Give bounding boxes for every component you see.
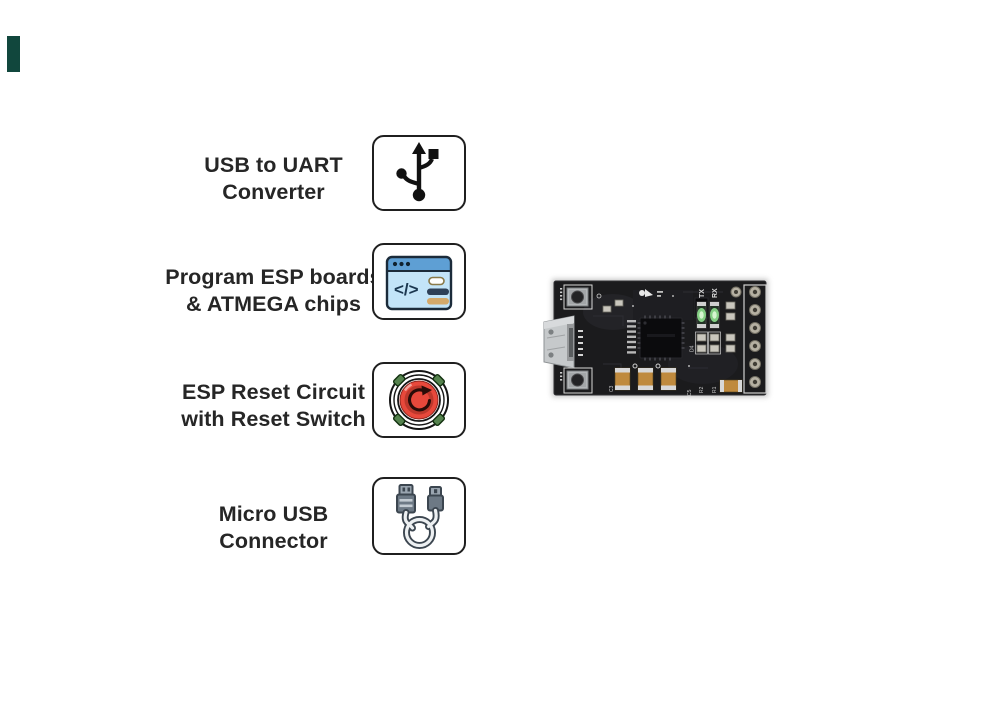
usb-symbol-icon-box: [372, 135, 466, 211]
pcb-boot-switch: [560, 367, 593, 394]
pcb-specks: [596, 293, 690, 367]
usb-pin-silkscreen: [578, 330, 583, 356]
feature-2-line-1: Program ESP boards: [165, 265, 382, 289]
feature-3-line-2: with Reset Switch: [181, 407, 366, 431]
usb-symbol-icon: [396, 142, 439, 202]
feature-label-micro-usb: Micro USB Connector: [151, 501, 396, 555]
feature-1-line-2: Converter: [222, 180, 325, 204]
rx-label: RX: [712, 288, 719, 298]
code-window-icon: </>: [385, 255, 453, 310]
tx-led: [696, 301, 707, 329]
c5-label: C5: [687, 389, 693, 396]
reset-button-icon-box: [372, 362, 466, 438]
code-window-icon-box: </>: [372, 243, 466, 320]
d4-label: D4: [690, 345, 696, 352]
pcb-board-illustration: TX RX D: [543, 279, 768, 397]
feature-1-line-1: USB to UART: [204, 153, 343, 177]
bottom-right-capacitor: [719, 379, 743, 393]
feature-label-reset: ESP Reset Circuit with Reset Switch: [151, 379, 396, 433]
usb-cable-icon: [396, 484, 444, 549]
pcb-pin-holes: [730, 284, 767, 394]
feature-4-line-1: Micro USB: [218, 502, 329, 526]
pcb-micro-usb-connector: [543, 315, 575, 369]
feature-label-program: Program ESP boards & ATMEGA chips: [151, 264, 396, 318]
tx-label: TX: [699, 289, 706, 298]
pcb-passive-pads: [602, 299, 736, 353]
r1-label: R1: [712, 386, 718, 393]
r2-label: R2: [699, 386, 705, 393]
pcb-photo: TX RX D: [543, 272, 775, 404]
pcb-main-ic: [637, 315, 685, 361]
pcb-reset-switch: [560, 284, 593, 310]
pcb-logo-mark: [639, 289, 663, 297]
usb-cable-icon-box: [372, 477, 466, 555]
feature-3-line-1: ESP Reset Circuit: [182, 380, 365, 404]
feature-4-line-2: Connector: [219, 529, 328, 553]
rx-led: [709, 301, 720, 329]
pin-label-silkscreen: [627, 320, 636, 354]
code-glyph: </>: [394, 280, 419, 299]
pcb-capacitors: [614, 363, 677, 391]
feature-label-usb-uart: USB to UART Converter: [151, 152, 396, 206]
reset-button-icon: [389, 370, 449, 430]
corner-color-swatch: [7, 36, 20, 72]
feature-2-line-2: & ATMEGA chips: [186, 292, 361, 316]
c3-label: C3: [609, 385, 615, 392]
